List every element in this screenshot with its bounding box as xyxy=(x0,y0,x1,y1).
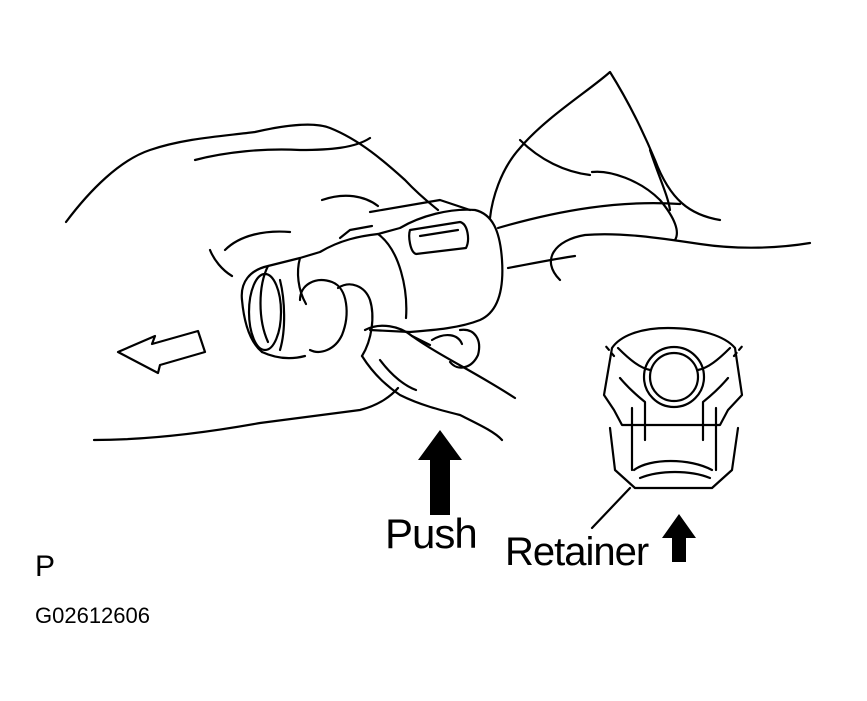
finger-drawing xyxy=(432,330,479,368)
figure-id-label: G02612606 xyxy=(35,603,150,628)
quick-connector-drawing xyxy=(242,200,503,358)
outline-arrow-icon xyxy=(116,329,207,375)
push-arrow-icon xyxy=(418,430,462,515)
nylon-tube-drawing xyxy=(498,203,680,268)
left-hand-drawing xyxy=(66,125,438,440)
ridged-hose-drawing xyxy=(300,280,515,440)
retainer-label: Retainer xyxy=(505,530,649,574)
retainer-arrow-icon xyxy=(662,514,696,562)
right-hand-drawing xyxy=(490,72,810,280)
retainer-detail-drawing xyxy=(592,328,744,528)
view-code-label: P xyxy=(35,550,56,583)
push-label: Push xyxy=(385,510,478,557)
